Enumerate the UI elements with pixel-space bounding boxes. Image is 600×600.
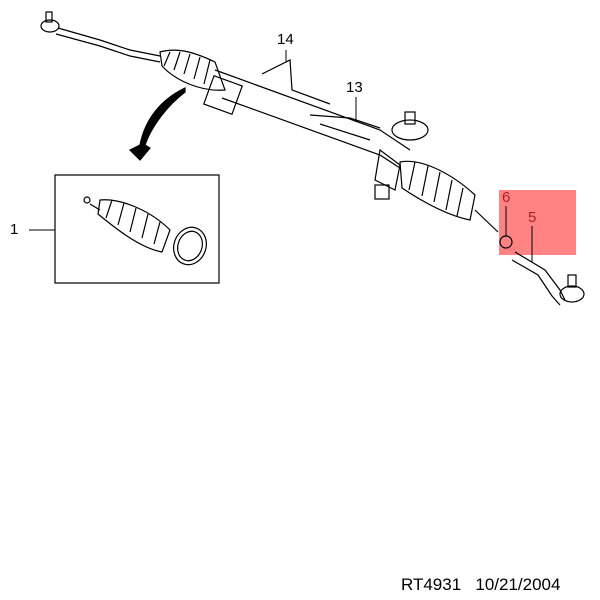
diagram-date: 10/21/2004 xyxy=(475,575,561,594)
right-inner-rod xyxy=(474,209,499,233)
left-boot xyxy=(159,49,226,91)
callout-label: 13 xyxy=(346,79,363,96)
leader-lines xyxy=(29,50,533,262)
nut xyxy=(499,235,513,249)
pinion-housing xyxy=(374,111,429,200)
diagram-footer: RT4931 10/21/2004 xyxy=(401,575,560,595)
arrow-icon xyxy=(128,87,186,161)
right-boot xyxy=(399,160,476,221)
reference-number: RT4931 xyxy=(401,575,462,594)
callout-label: 1 xyxy=(10,221,19,238)
left-tie-rod-end xyxy=(40,11,161,63)
callout-label: 14 xyxy=(277,31,294,48)
right-tie-rod-end xyxy=(511,251,585,306)
boot-kit-inset xyxy=(54,174,220,284)
callout-label: 5 xyxy=(528,209,537,226)
rack-tube xyxy=(203,59,411,169)
callout-label: 6 xyxy=(502,189,511,206)
